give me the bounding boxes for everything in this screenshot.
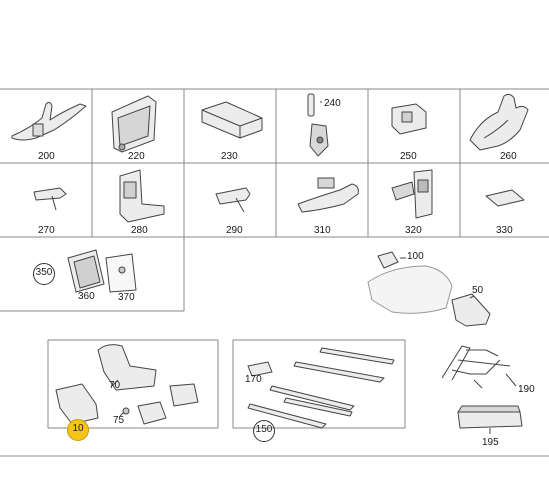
part-label-200[interactable]: 200 — [38, 151, 55, 162]
part-360-frame-illustration — [67, 249, 105, 293]
part-320-holder-illustration — [391, 169, 433, 219]
part-190-harness-illustration — [441, 345, 511, 389]
part-label-320[interactable]: 320 — [405, 225, 422, 236]
part-290-latch-illustration — [215, 187, 251, 213]
part-100-console-illustration — [367, 251, 453, 314]
part-220-panel-illustration — [111, 95, 157, 153]
part-label-240[interactable]: 240 — [324, 98, 341, 109]
part-50-bracket-illustration — [451, 293, 491, 327]
part-callout-10-selected[interactable]: 10 — [67, 419, 89, 441]
grid-lines — [0, 88, 549, 457]
part-330-card-illustration — [485, 189, 525, 207]
part-250-connector-illustration — [391, 103, 427, 135]
part-370-sheet-illustration — [105, 253, 137, 293]
part-150-trims-illustration — [247, 347, 395, 429]
part-label-195[interactable]: 195 — [482, 437, 499, 448]
part-label-75[interactable]: 75 — [113, 415, 125, 426]
part-label-190[interactable]: 190 — [518, 384, 535, 395]
leader-lines — [111, 101, 517, 434]
part-200-hook-illustration — [11, 101, 87, 141]
mats-group-box — [47, 339, 219, 429]
part-label-330[interactable]: 330 — [496, 225, 513, 236]
part-label-250[interactable]: 250 — [400, 151, 417, 162]
part-240-fastener-illustration — [307, 93, 329, 157]
part-label-50[interactable]: 50 — [472, 285, 484, 296]
part-label-290[interactable]: 290 — [226, 225, 243, 236]
part-230-box-illustration — [201, 101, 263, 139]
part-label-170[interactable]: 170 — [245, 374, 262, 385]
part-310-arm-illustration — [297, 177, 359, 213]
part-260-handle-illustration — [469, 93, 529, 151]
part-label-270[interactable]: 270 — [38, 225, 55, 236]
part-label-260[interactable]: 260 — [500, 151, 517, 162]
part-270-clip-illustration — [33, 187, 67, 211]
part-callout-350[interactable]: 350 — [33, 263, 55, 285]
part-label-100[interactable]: 100 — [407, 251, 424, 262]
part-label-280[interactable]: 280 — [131, 225, 148, 236]
trims-group-box — [232, 339, 406, 429]
part-195-connector-block-illustration — [457, 405, 523, 429]
part-label-360[interactable]: 360 — [78, 291, 95, 302]
part-callout-150[interactable]: 150 — [253, 420, 275, 442]
part-10-mats-illustration — [55, 344, 199, 425]
part-label-70[interactable]: 70 — [109, 380, 121, 391]
part-label-220[interactable]: 220 — [128, 151, 145, 162]
part-280-bracket-illustration — [119, 169, 165, 223]
part-label-370[interactable]: 370 — [118, 292, 135, 303]
part-label-310[interactable]: 310 — [314, 225, 331, 236]
part-label-230[interactable]: 230 — [221, 151, 238, 162]
